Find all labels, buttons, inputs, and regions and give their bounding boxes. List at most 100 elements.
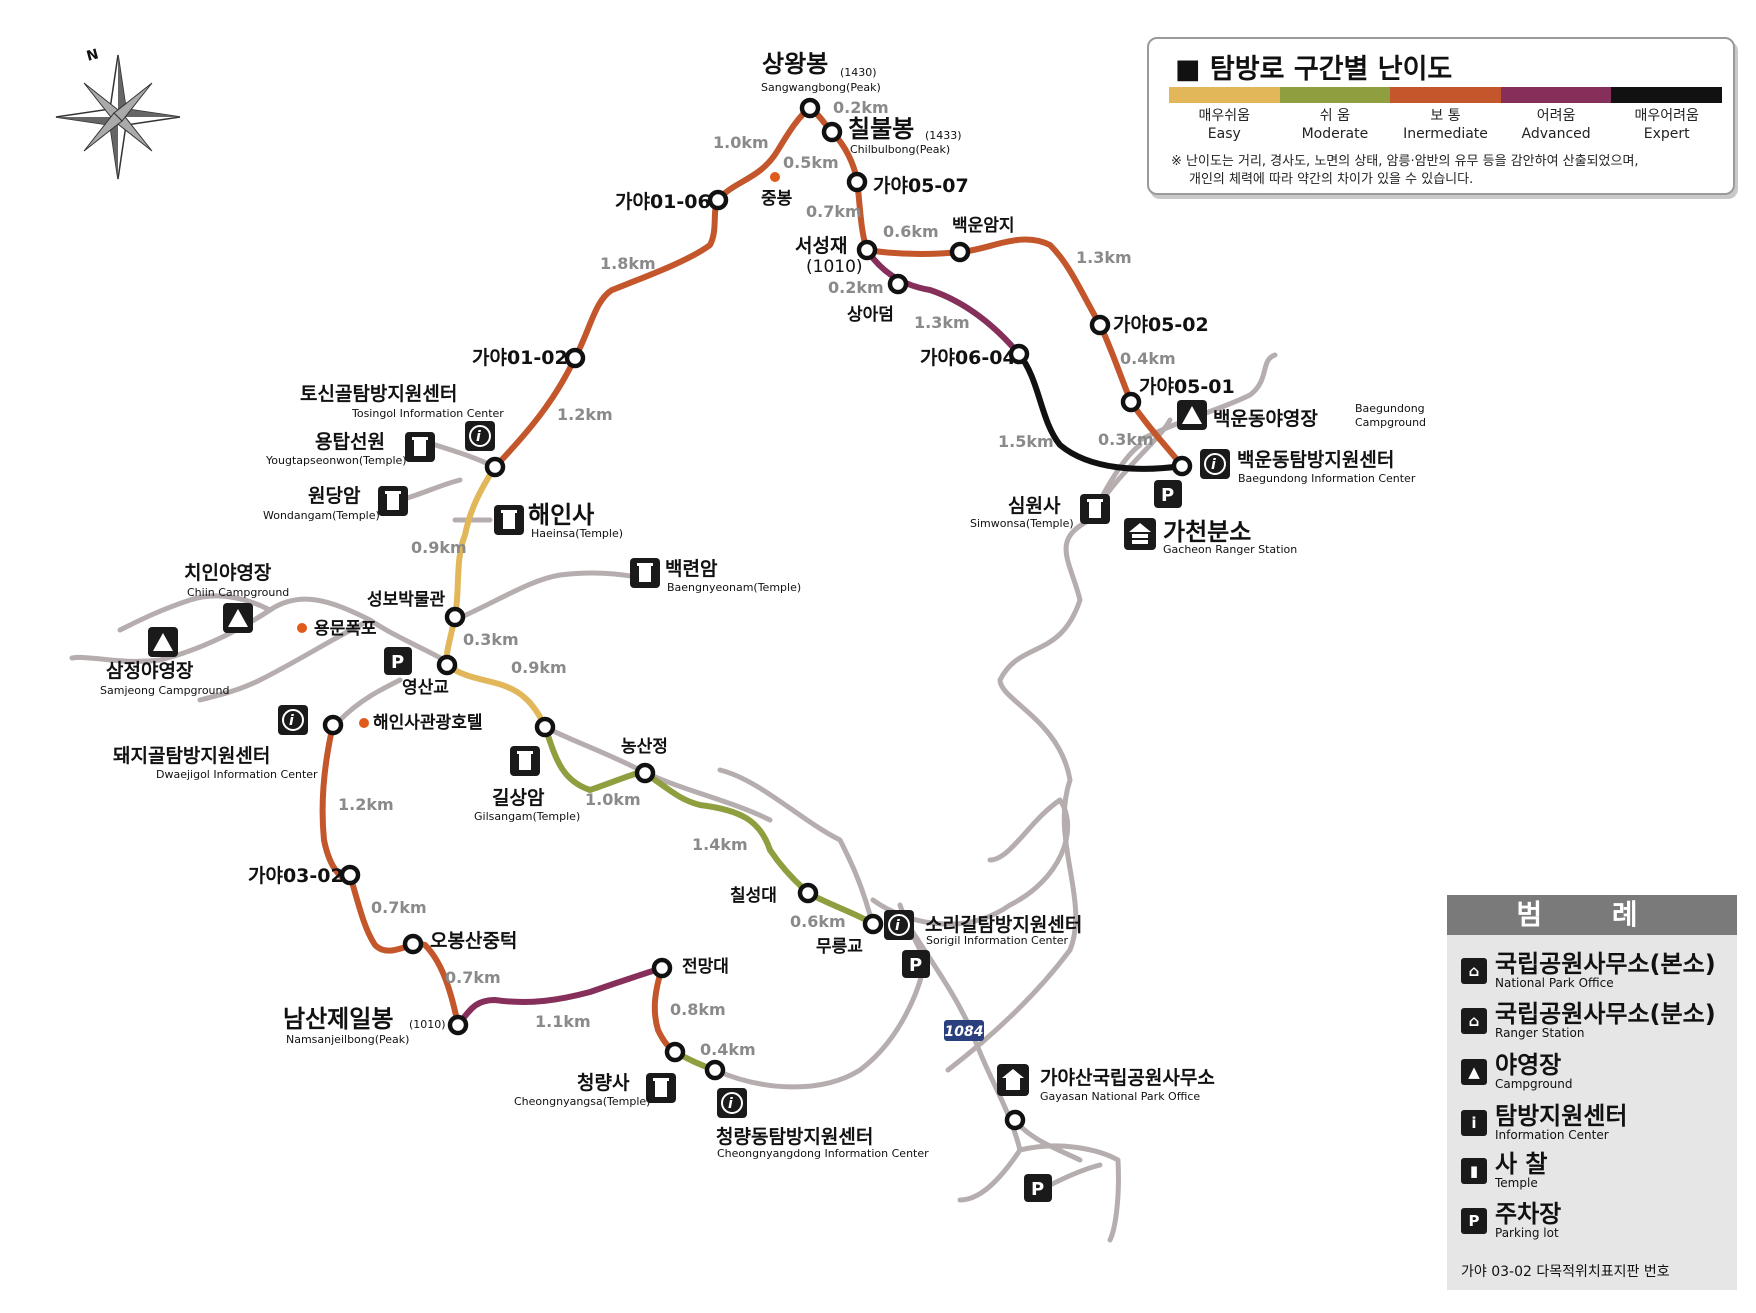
peak-seoseongjae: 서성재 — [795, 235, 847, 257]
parking-icon[interactable]: P — [384, 647, 412, 675]
fac-simwonsa: 심원사 — [1008, 495, 1061, 517]
difficulty-swatch-moderate — [1279, 87, 1391, 103]
peak-chilbulbong-elev: (1433) — [925, 129, 962, 142]
node-chilbulbong[interactable] — [821, 121, 843, 143]
node-namsan[interactable] — [447, 1014, 469, 1036]
dist-label: 0.5km — [783, 153, 839, 172]
poi-seongbo: 성보박물관 — [367, 590, 446, 610]
fac-chiin: 치인야영장 — [184, 562, 272, 584]
poi-jungbong: 중봉 — [761, 189, 793, 209]
fac-baegundong-camp: 백운동야영장 — [1213, 408, 1318, 430]
svg-text:P: P — [1161, 485, 1174, 506]
dist-label: 0.2km — [833, 98, 889, 117]
temple-icon — [510, 746, 540, 776]
dist-label: 0.6km — [790, 912, 846, 931]
roads — [69, 352, 1278, 1243]
signpost-g0302: 가야03-02 — [248, 865, 344, 887]
information-icon[interactable]: i — [465, 421, 495, 451]
poi-chilseongdae: 칠성대 — [730, 885, 777, 906]
national-park-office-icon — [997, 1064, 1029, 1096]
fac-gacheon-en: Gacheon Ranger Station — [1163, 543, 1297, 556]
peak-sangwangbong-elev: (1430) — [840, 66, 877, 79]
node-sangadeom[interactable] — [887, 273, 909, 295]
dist-label: 1.4km — [692, 835, 748, 854]
node-baegunamji[interactable] — [949, 241, 971, 263]
node-g0502[interactable] — [1089, 314, 1111, 336]
route-1084-badge: 1084 — [944, 1020, 984, 1041]
node-obongsan[interactable] — [402, 933, 424, 955]
fac-haeinsa: 해인사 — [528, 501, 594, 529]
dist-label: 0.7km — [806, 202, 862, 221]
information-icon[interactable]: i — [884, 910, 914, 940]
node-cheongnyangdong[interactable] — [704, 1059, 726, 1081]
dist-label: 0.4km — [1120, 349, 1176, 368]
fac-baengnyeon: 백련암 — [665, 558, 718, 580]
node-g0102[interactable] — [564, 347, 586, 369]
poi-yeongsangyo: 영산교 — [402, 678, 449, 698]
peak-namsanjeilbong-elev: (1010) — [409, 1018, 446, 1031]
node-seongbo[interactable] — [444, 606, 466, 628]
node-g0302[interactable] — [339, 864, 361, 886]
node-seoseongjae[interactable] — [856, 239, 878, 261]
node-yeongsangyo[interactable] — [436, 654, 458, 676]
node-mureunggyo[interactable] — [862, 913, 884, 935]
svg-text:i: i — [895, 918, 900, 934]
road-sorigil — [717, 767, 873, 918]
svg-text:i: i — [728, 1096, 733, 1112]
node-nongsanjeong[interactable] — [634, 762, 656, 784]
fac-samjeong: 삼정야영장 — [106, 660, 194, 682]
road-dwaejigol — [337, 677, 403, 723]
node-jeonmangdae[interactable] — [651, 957, 673, 979]
node-cheongnyang[interactable] — [664, 1041, 686, 1063]
fac-baengnyeon-en: Baengnyeonam(Temple) — [667, 581, 801, 594]
trail-seoseong-g0604 — [864, 247, 1022, 357]
poi-hotel: 해인사관광호텔 — [373, 713, 482, 733]
signpost-g0604: 가야06-04 — [920, 347, 1016, 369]
information-icon[interactable]: i — [717, 1088, 747, 1118]
node-g0604[interactable] — [1008, 343, 1030, 365]
ranger-station-icon — [1124, 518, 1156, 550]
peak-seoseongjae-elev: (1010) — [806, 257, 863, 277]
dist-label: 1.0km — [585, 790, 641, 809]
fac-baegundong-info-en: Baegundong Information Center — [1238, 472, 1416, 485]
information-icon[interactable]: i — [278, 705, 308, 735]
signpost-g0502: 가야05-02 — [1113, 314, 1209, 336]
fac-yongtap: 용탑선원 — [315, 431, 385, 453]
dist-label: 0.8km — [670, 1000, 726, 1019]
node-g0106[interactable] — [707, 189, 729, 211]
poi-nongsanjeong: 농산정 — [621, 737, 668, 757]
node-sangwangbong[interactable] — [799, 97, 821, 119]
svg-text:i: i — [289, 713, 294, 729]
fac-cheongnyang-en: Cheongnyangsa(Temple) — [514, 1095, 650, 1108]
node-g0501[interactable] — [1120, 391, 1142, 413]
map-icons: i P i i P i P i P — [148, 400, 1230, 1202]
signpost-g0102: 가야01-02 — [472, 347, 568, 369]
dist-label: 0.3km — [1098, 430, 1154, 449]
node-gayasan[interactable] — [1004, 1109, 1026, 1131]
svg-text:i: i — [476, 429, 481, 445]
node-dwaejigol[interactable] — [322, 714, 344, 736]
temple-icon — [494, 505, 524, 535]
node-tosingol[interactable] — [484, 456, 506, 478]
trail-nodes — [322, 97, 1193, 1131]
fac-simwonsa-en: Simwonsa(Temple) — [970, 517, 1074, 530]
information-icon[interactable]: i — [1200, 449, 1230, 479]
campground-icon — [1177, 400, 1207, 430]
fac-tosingol-en: Tosingol Information Center — [351, 407, 504, 420]
node-chilseongdae[interactable] — [797, 882, 819, 904]
road-west-2 — [117, 593, 273, 633]
parking-icon[interactable]: P — [1024, 1174, 1052, 1202]
node-baegundong[interactable] — [1171, 455, 1193, 477]
peak-namsanjeilbong: 남산제일봉 — [283, 1005, 393, 1033]
poi-mureunggyo: 무릉교 — [816, 937, 863, 957]
svg-text:P: P — [391, 652, 404, 673]
trail-gilsang-sorigil — [542, 724, 876, 927]
parking-icon[interactable]: P — [1154, 480, 1182, 508]
difficulty-color-bar — [1169, 87, 1722, 103]
fac-baegundong-camp-en1: Baegundong — [1355, 402, 1425, 415]
node-g0507[interactable] — [846, 171, 868, 193]
node-gilsang[interactable] — [534, 716, 556, 738]
parking-icon[interactable]: P — [902, 950, 930, 978]
